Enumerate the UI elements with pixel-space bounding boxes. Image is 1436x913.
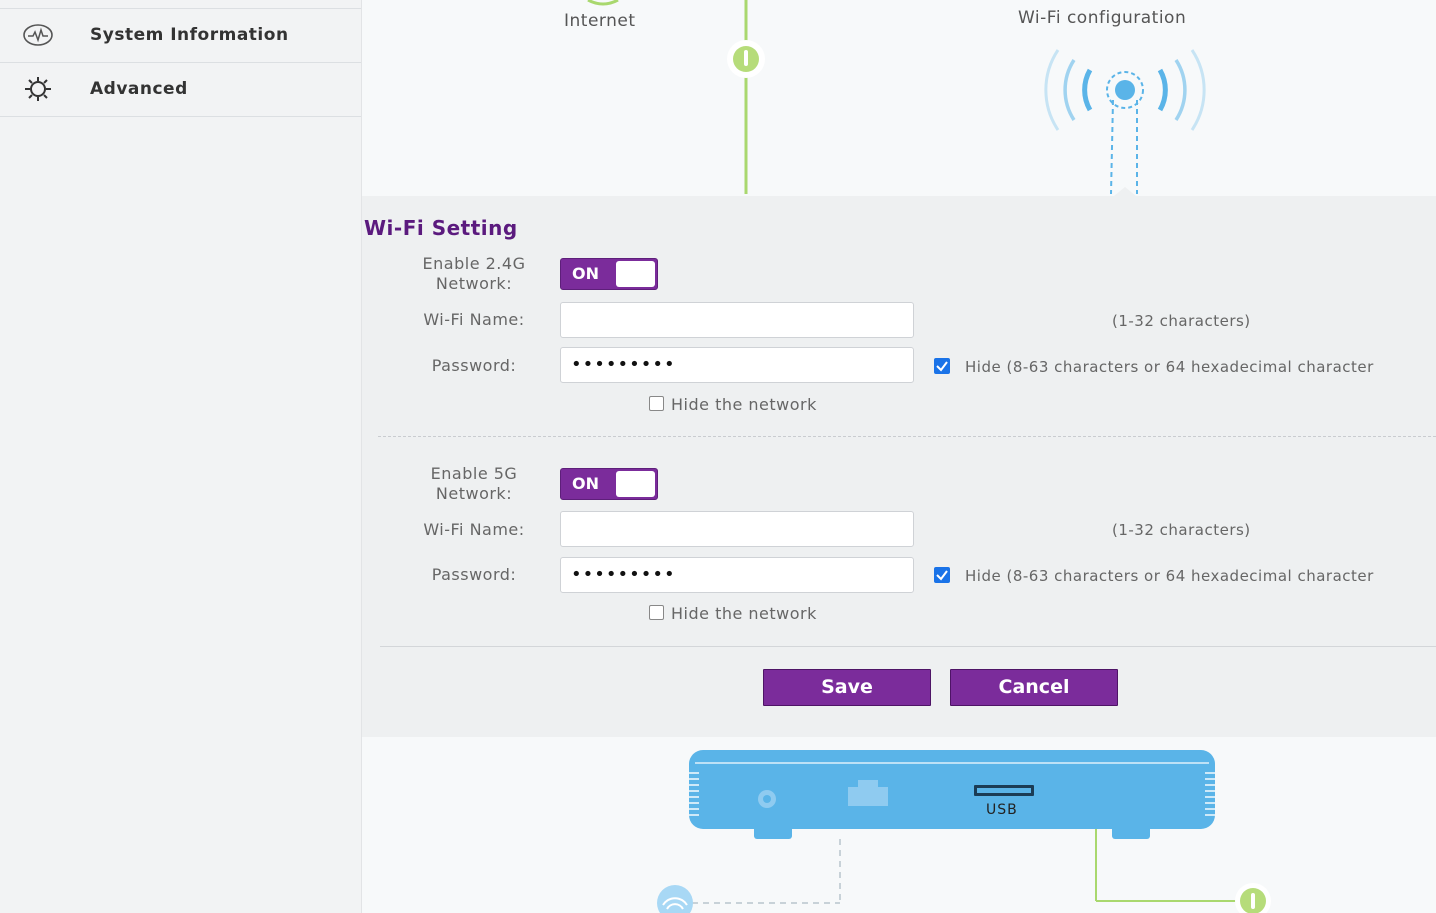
sidebar-item-label: Advanced [90, 79, 188, 99]
internet-label: Internet [564, 11, 636, 31]
internet-globe-edge [587, 0, 619, 6]
toggle-knob [616, 471, 655, 497]
hide-network-5g-label: Hide the network [671, 604, 817, 623]
gear-icon [25, 77, 51, 101]
enable-5g-label: Enable 5G Network: [404, 464, 544, 504]
network-diagram-top: Internet Wi-Fi configuration [362, 0, 1436, 196]
password-24g-label: Password: [431, 356, 517, 375]
hide-password-24g-checkbox[interactable] [934, 358, 950, 374]
form-divider [380, 646, 1436, 647]
network-diagram-bottom: USB [362, 737, 1436, 913]
hide-network-24g-label: Hide the network [671, 395, 817, 414]
wifi-signal-icon [1044, 49, 1206, 195]
wifi-name-5g-input[interactable] [560, 511, 914, 547]
checkmark-icon [936, 570, 948, 581]
toggle-knob [616, 261, 655, 287]
enable-24g-label: Enable 2.4G Network: [404, 254, 544, 294]
enable-5g-label-line2: Network: [435, 484, 513, 503]
diagram-graphics [587, 0, 1206, 196]
toggle-on-label: ON [572, 474, 599, 493]
cancel-button[interactable]: Cancel [950, 669, 1118, 706]
hide-password-24g-label: Hide (8-63 characters or 64 hexadecimal … [965, 358, 1374, 376]
hide-password-5g-label: Hide (8-63 characters or 64 hexadecimal … [965, 567, 1374, 585]
sidebar-divider [0, 8, 361, 9]
sidebar-item-system-information[interactable]: System Information [0, 9, 361, 63]
enable-24g-label-line1: Enable 2.4G [422, 254, 526, 273]
wifi-setting-panel: Wi-Fi Setting Enable 2.4G Network: ON Wi… [362, 198, 1436, 735]
router-graphic [657, 750, 1271, 913]
save-button[interactable]: Save [763, 669, 931, 706]
sidebar-item-advanced[interactable]: Advanced [0, 63, 361, 117]
section-title: Wi-Fi Setting [364, 216, 518, 240]
wifi-name-24g-input[interactable] [560, 302, 914, 338]
sidebar: System Information Advanced [0, 0, 362, 913]
band-divider [378, 436, 1436, 437]
router-body [689, 750, 1215, 829]
password-24g-input[interactable]: ••••••••• [560, 347, 914, 383]
checkmark-icon [936, 361, 948, 372]
wifi-name-24g-label: Wi-Fi Name: [423, 310, 525, 329]
usb-label: USB [986, 802, 1018, 818]
wifi-name-24g-hint: (1-32 characters) [1112, 312, 1251, 330]
wifi-name-5g-hint: (1-32 characters) [1112, 521, 1251, 539]
sidebar-item-label: System Information [90, 25, 289, 45]
enable-5g-label-line1: Enable 5G [430, 464, 518, 483]
enable-24g-toggle[interactable]: ON [560, 258, 658, 290]
password-5g-input[interactable]: ••••••••• [560, 557, 914, 593]
enable-24g-label-line2: Network: [435, 274, 513, 293]
wifi-configuration-label: Wi-Fi configuration [1018, 8, 1187, 28]
hide-network-5g-checkbox[interactable] [649, 605, 664, 620]
hide-password-5g-checkbox[interactable] [934, 567, 950, 583]
password-5g-label: Password: [431, 565, 517, 584]
router-vents [689, 772, 1215, 816]
hide-network-24g-checkbox[interactable] [649, 396, 664, 411]
activity-icon [23, 24, 53, 46]
ethernet-port-icon [848, 780, 888, 806]
wifi-name-5g-label: Wi-Fi Name: [423, 520, 525, 539]
enable-5g-toggle[interactable]: ON [560, 468, 658, 500]
toggle-on-label: ON [572, 264, 599, 283]
